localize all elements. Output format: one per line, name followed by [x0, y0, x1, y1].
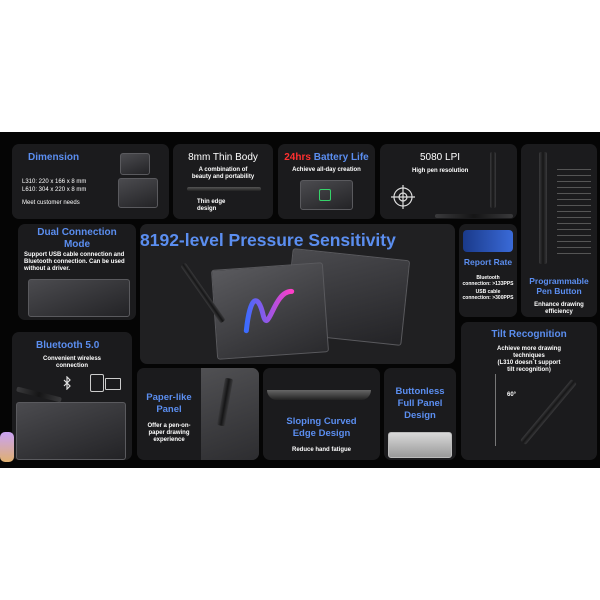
tilt-title: Tilt Recognition: [491, 329, 567, 340]
paper-panel-title-2: Panel: [156, 404, 182, 415]
paper-panel-title-1: Paper-like: [146, 392, 192, 403]
pen-button-title-1: Programmable: [529, 276, 589, 286]
bluetooth-icon: [63, 376, 71, 390]
upright-pen-image: [490, 152, 496, 208]
dual-connection-title-1: Dual Connection: [37, 227, 117, 238]
report-rate-line-1: Bluetooth: [476, 275, 500, 281]
paper-panel-card: Paper-like Panel Offer a pen-on- paper d…: [137, 368, 259, 460]
bluetooth-line-1: Convenient wireless: [42, 356, 102, 362]
pen-button-card: Programmable Pen Button Enhance drawing …: [521, 144, 597, 317]
curved-edge-subtitle: Reduce hand fatigue: [291, 447, 351, 453]
dimension-l610: L610: 304 x 220 x 8 mm: [22, 187, 87, 193]
curved-edge-image: [267, 390, 371, 400]
tilt-line-2: techniques: [513, 353, 545, 359]
report-rate-line-2: connection: >133PPS: [462, 281, 514, 287]
dual-connection-tablet-image: [28, 279, 130, 317]
tilt-vertical-line: [495, 374, 496, 446]
feature-banner: Dimension L310: 220 x 166 x 8 mm L610: 3…: [0, 132, 600, 468]
thin-body-title: 8mm Thin Body: [188, 152, 258, 163]
large-tablet-image: [118, 178, 158, 208]
lpi-card: 5080 LPI High pen resolution: [380, 144, 517, 219]
dimension-title: Dimension: [28, 152, 80, 163]
corner-character-sticker: [0, 432, 14, 462]
dimension-l310: L310: 220 x 166 x 8 mm: [22, 179, 87, 185]
tilt-card: Tilt Recognition Achieve more drawing te…: [461, 322, 597, 460]
bluetooth-card: Bluetooth 5.0 Convenient wireless connec…: [12, 332, 132, 460]
dual-connection-line-2: Bluetooth connection. Can be used: [24, 259, 125, 265]
dimension-note: Meet customer needs: [22, 200, 80, 206]
paper-panel-line-2: paper drawing: [148, 430, 190, 436]
thin-edge-label-2: design: [197, 206, 217, 212]
thin-tablet-edge-image: [187, 187, 261, 191]
report-rate-image: [463, 230, 513, 252]
report-rate-line-4: connection: >300PPS: [462, 295, 514, 301]
pressure-card: 8192-level Pressure Sensitivity: [140, 224, 455, 364]
bluetooth-pen-image: [16, 386, 62, 403]
buttonless-card: Buttonless Full Panel Design: [384, 368, 456, 460]
battery-card: 24hrs Battery Life Achieve all-day creat…: [278, 144, 375, 219]
tilt-angle-label: 60°: [507, 392, 517, 398]
pen-button-title-2: Pen Button: [536, 286, 582, 296]
paper-panel-line-1: Offer a pen-on-: [147, 423, 191, 429]
buttonless-title-2: Full Panel: [397, 398, 443, 409]
bluetooth-title: Bluetooth 5.0: [36, 340, 100, 351]
curved-edge-title-1: Sloping Curved: [286, 416, 357, 427]
dual-connection-title-2: Mode: [63, 239, 91, 250]
tablet-device-icon: [90, 374, 104, 392]
buttonless-title-3: Design: [404, 410, 436, 421]
curved-edge-title-2: Edge Design: [292, 428, 351, 439]
thin-body-subtitle-2: beauty and portability: [191, 174, 255, 180]
dual-connection-card: Dual Connection Mode Support USB cable c…: [18, 224, 136, 320]
pen-button-line-2: efficiency: [545, 309, 573, 315]
battery-subtitle: Achieve all-day creation: [292, 167, 361, 173]
lpi-title: 5080 LPI: [420, 152, 461, 163]
pen-button-menu-lines: [557, 164, 591, 254]
buttonless-title-1: Buttonless: [395, 386, 445, 397]
battery-tablet-image: [300, 180, 353, 210]
dimension-card: Dimension L310: 220 x 166 x 8 mm L610: 3…: [12, 144, 169, 219]
report-rate-line-3: USB cable: [475, 289, 501, 295]
buttonless-tablet-image: [388, 432, 452, 458]
pressure-tablet-front-image: [210, 262, 330, 360]
laptop-device-icon: [105, 378, 121, 390]
battery-icon: [319, 189, 331, 201]
crosshair-icon: [391, 185, 415, 209]
thin-body-card: 8mm Thin Body A combination of beauty an…: [173, 144, 273, 219]
lpi-subtitle: High pen resolution: [412, 168, 469, 174]
bluetooth-line-2: connection: [55, 363, 88, 369]
small-tablet-image: [120, 153, 150, 175]
programmable-pen-image: [539, 152, 547, 264]
curved-edge-card: Sloping Curved Edge Design Reduce hand f…: [263, 368, 380, 460]
paper-panel-line-3: experience: [153, 437, 185, 443]
battery-label: Battery Life: [310, 152, 369, 163]
tilt-pen-image: [520, 379, 577, 445]
dual-connection-line-3: without a driver.: [24, 266, 71, 272]
pen-button-line-1: Enhance drawing: [534, 302, 584, 308]
lying-pen-image: [435, 214, 513, 218]
report-rate-title: Report Rate: [463, 257, 513, 267]
thin-edge-label-1: Thin edge: [197, 199, 226, 205]
pressure-stroke-icon: [243, 288, 295, 334]
tilt-line-1: Achieve more drawing: [496, 346, 562, 352]
bluetooth-tablet-image: [16, 402, 126, 460]
tilt-line-4: tilt recognition): [507, 367, 551, 373]
battery-hours: 24hrs: [284, 152, 311, 163]
tilt-line-3: (L310 doesn`t support: [497, 360, 561, 366]
pressure-title: 8192-level Pressure Sensitivity: [140, 230, 396, 250]
thin-body-subtitle-1: A combination of: [198, 167, 248, 173]
dual-connection-line-1: Support USB cable connection and: [24, 252, 125, 258]
battery-title: 24hrs Battery Life: [278, 152, 375, 163]
report-rate-card: Report Rate Bluetooth connection: >133PP…: [459, 224, 517, 317]
